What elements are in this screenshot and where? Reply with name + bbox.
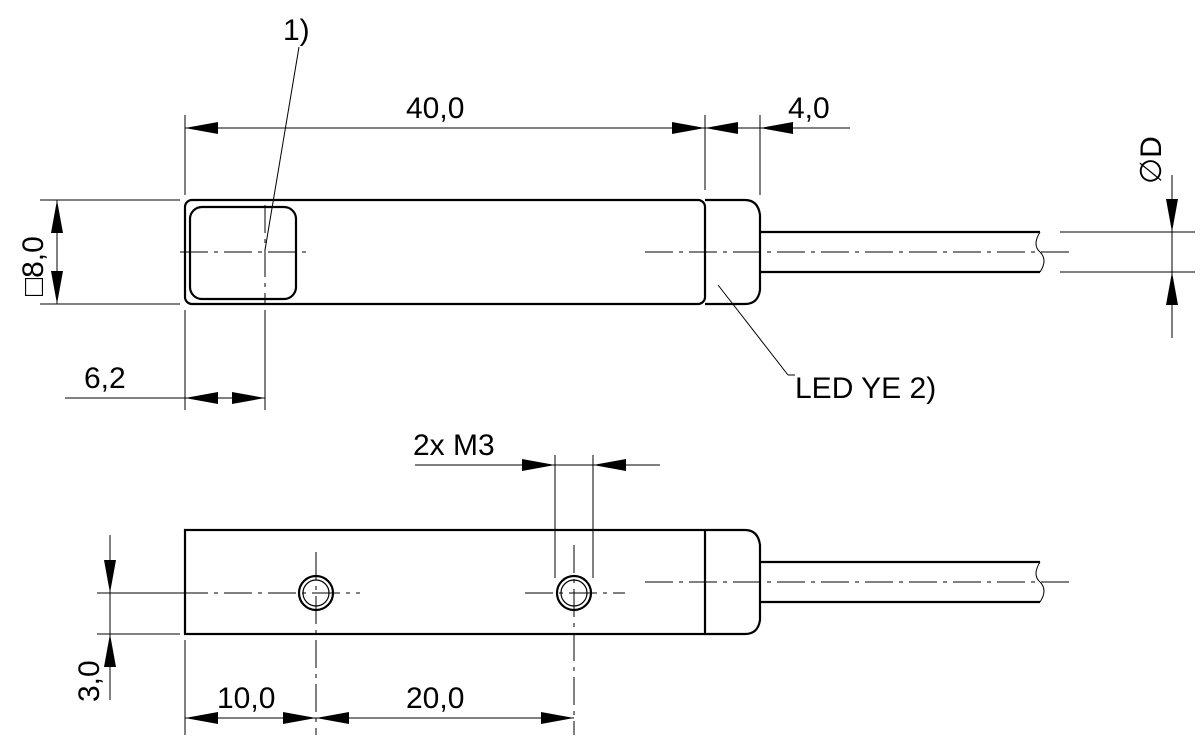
side-view: [97, 455, 1070, 735]
led-label: LED YE 2): [795, 372, 936, 405]
top-body: [183, 198, 707, 306]
top-cable-break: [1035, 231, 1045, 273]
height-label: 3,0: [73, 660, 106, 702]
sensing-face: [188, 205, 298, 301]
led-leader: [717, 284, 789, 376]
hole1-label: 10,0: [217, 682, 275, 715]
thread-label: 2x M3: [413, 429, 495, 462]
side-cable-break: [1035, 561, 1045, 603]
diameter-label: ∅D: [1135, 136, 1168, 184]
length-label: 40,0: [406, 92, 464, 125]
top-view: [40, 46, 1195, 410]
note1-label: 1): [283, 14, 310, 47]
cable-gland-label: 4,0: [788, 92, 830, 125]
side-body: [183, 528, 707, 636]
hole-spacing-label: 20,0: [406, 682, 464, 715]
note1-leader: [264, 46, 300, 251]
square-label: □8,0: [17, 236, 50, 296]
offset-label: 6,2: [84, 362, 126, 395]
